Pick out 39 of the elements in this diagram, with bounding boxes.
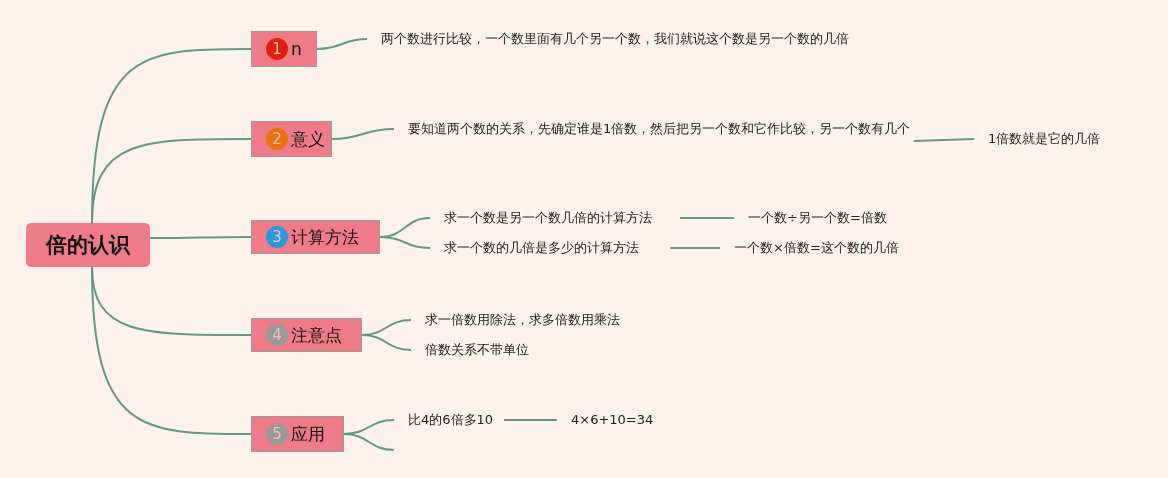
topic-label: 应用 — [291, 422, 325, 446]
connector-line — [331, 128, 395, 140]
number-badge: 4 — [266, 324, 288, 346]
connector-line — [679, 217, 735, 219]
note-text: 求一个数的几倍是多少的计算方法 — [430, 238, 670, 258]
note-text: 一个数÷另一个数=倍数 — [734, 208, 904, 228]
topic-label: 计算方法 — [291, 225, 359, 249]
topic-box — [251, 220, 380, 254]
number-badge: 2 — [266, 128, 288, 150]
note-text: 1倍数就是它的几倍 — [974, 129, 1124, 149]
number-badge: 5 — [266, 423, 288, 445]
connector-line — [669, 247, 721, 249]
connector-line — [343, 433, 395, 451]
topic-label: 意义 — [291, 127, 325, 151]
connector-line — [91, 138, 252, 224]
number-badge: 3 — [266, 226, 288, 248]
note-text: 要知道两个数的关系，先确定谁是1倍数，然后把另一个数和它作比较，另一个数有几个 — [394, 119, 914, 163]
note-text: 一个数×倍数=这个数的几倍 — [720, 238, 920, 258]
note-text: 倍数关系不带单位 — [411, 340, 561, 360]
topic-box — [251, 121, 332, 157]
connector-line — [149, 236, 252, 239]
topic-box — [251, 416, 344, 452]
connector-line — [316, 38, 368, 50]
connector-line — [361, 334, 412, 351]
topic-box — [251, 31, 317, 67]
topic-label: n — [291, 39, 302, 59]
topic-label: 注意点 — [291, 323, 342, 347]
topic-box — [251, 318, 362, 352]
note-text: 求一个数是另一个数几倍的计算方法 — [430, 208, 680, 228]
connector-line — [91, 266, 252, 435]
connector-line — [379, 236, 431, 249]
number-badge: 1 — [266, 38, 288, 60]
connector-line — [913, 138, 975, 142]
note-text: 两个数进行比较，一个数里面有几个另一个数，我们就说这个数是另一个数的几倍 — [367, 29, 892, 73]
note-text: 求一倍数用除法，求多倍数用乘法 — [411, 310, 651, 330]
note-text: 比4的6倍多10 — [394, 410, 504, 430]
root-box: 倍的认识 — [26, 223, 150, 267]
note-text: 4×6+10=34 — [557, 410, 657, 430]
connector-line — [503, 419, 558, 421]
